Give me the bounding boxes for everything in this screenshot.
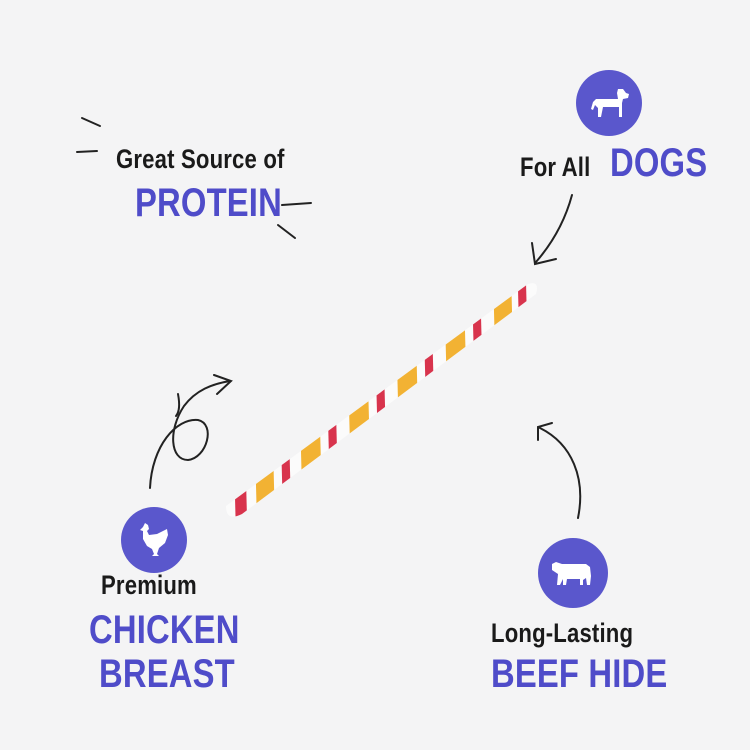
dogs-arrow xyxy=(531,194,573,266)
chicken-icon xyxy=(140,523,168,556)
protein-highlight: PROTEIN xyxy=(135,181,282,225)
beef-highlight: BEEF HIDE xyxy=(491,652,668,696)
dog-icon xyxy=(591,89,629,117)
chicken-label: Premium xyxy=(101,570,197,600)
beef-label: Long-Lasting xyxy=(491,618,634,648)
cow-icon xyxy=(552,562,591,585)
twisted-stick-image xyxy=(226,283,537,517)
chicken-highlight-line1: CHICKEN xyxy=(89,608,240,652)
dogs-label: For All xyxy=(520,152,591,182)
beef-arrow xyxy=(537,422,582,519)
dog-badge xyxy=(576,70,642,136)
dogs-highlight: DOGS xyxy=(610,141,708,185)
protein-label: Great Source of xyxy=(116,144,285,174)
chicken-arrow xyxy=(149,374,233,489)
cow-badge xyxy=(538,538,608,608)
chicken-badge xyxy=(121,507,187,573)
protein-spark-lines xyxy=(76,117,312,239)
chicken-highlight-line2: BREAST xyxy=(99,652,235,696)
